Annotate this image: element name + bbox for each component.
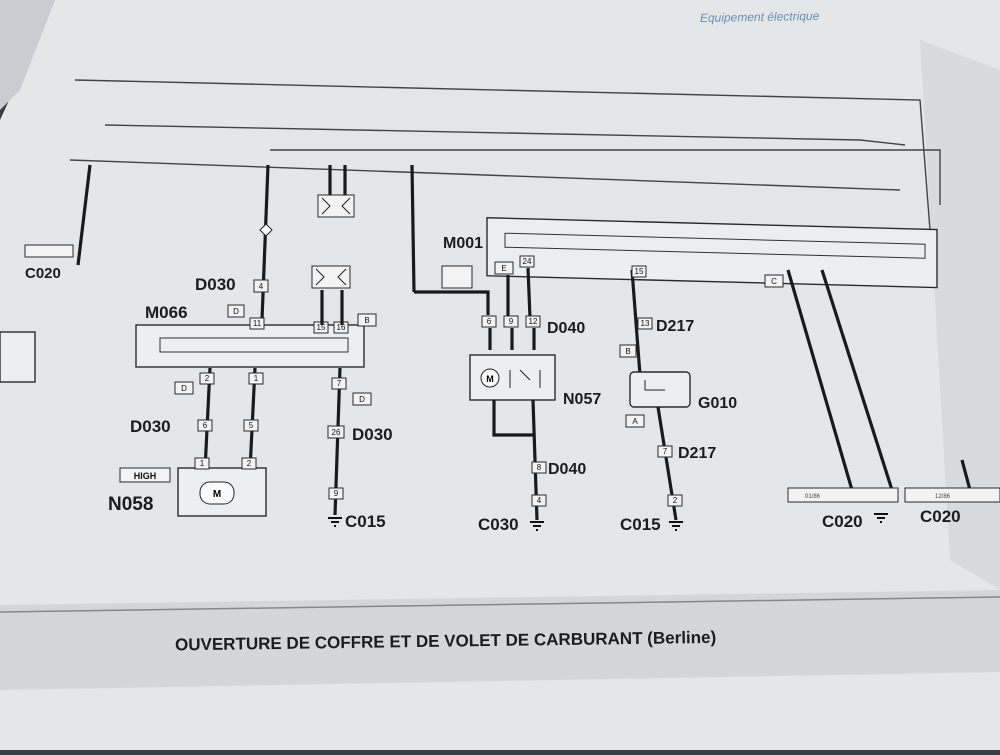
ground-icon [530, 521, 544, 531]
svg-text:9: 9 [509, 317, 514, 326]
ground-icon [669, 521, 683, 531]
svg-text:8: 8 [537, 463, 542, 472]
motor-icon [199, 481, 235, 505]
svg-text:D: D [233, 307, 239, 316]
svg-text:12: 12 [529, 317, 538, 326]
label-d217-upper: D217 [656, 318, 694, 335]
svg-text:4: 4 [537, 496, 542, 505]
badge-high [119, 467, 171, 483]
svg-text:16: 16 [337, 323, 346, 332]
svg-text:D: D [359, 395, 365, 404]
svg-text:9: 9 [334, 489, 339, 498]
label-c020-right-a: C020 [822, 512, 863, 531]
label-n057: N057 [563, 391, 601, 408]
label-g010: G010 [698, 395, 737, 412]
label-d040-upper: D040 [547, 320, 585, 337]
svg-text:2: 2 [205, 374, 210, 383]
svg-text:HIGH: HIGH [134, 471, 157, 481]
label-d217-lower: D217 [678, 445, 716, 462]
svg-text:24: 24 [523, 257, 532, 266]
svg-text:7: 7 [663, 447, 668, 456]
svg-text:15: 15 [317, 323, 326, 332]
label-m066: M066 [145, 303, 188, 322]
svg-text:1: 1 [254, 374, 259, 383]
svg-text:6: 6 [203, 421, 208, 430]
svg-text:C: C [771, 277, 777, 286]
svg-text:13: 13 [641, 319, 650, 328]
label-c015-right: C015 [620, 515, 661, 534]
ground-icon [874, 513, 888, 523]
svg-text:2: 2 [247, 459, 252, 468]
pin-d030-4 [253, 279, 269, 293]
label-c020-right-b: C020 [920, 507, 961, 526]
svg-text:12/86: 12/86 [935, 494, 951, 500]
switch-icon [644, 380, 665, 391]
svg-text:11: 11 [253, 319, 262, 328]
m066-control-unit [135, 324, 365, 368]
svg-text:1: 1 [200, 459, 205, 468]
label-m001: M001 [443, 235, 483, 252]
header-section-label: Equipement électrique [700, 9, 820, 25]
svg-text:01/86: 01/86 [805, 494, 821, 500]
svg-text:7: 7 [337, 379, 342, 388]
label-c015-left: C015 [345, 512, 386, 531]
fuse-icon [317, 194, 355, 218]
svg-text:6: 6 [487, 317, 492, 326]
footer-band [0, 590, 1000, 690]
left-partial-box [0, 331, 36, 383]
label-c020-left: C020 [25, 265, 61, 282]
fuse-icon [311, 265, 351, 289]
svg-text:26: 26 [332, 428, 341, 437]
motor-icon [480, 368, 500, 388]
ground-icon [328, 517, 342, 527]
label-d040-lower: D040 [548, 461, 586, 478]
svg-text:2: 2 [673, 496, 678, 505]
svg-text:A: A [632, 417, 638, 426]
svg-text:M: M [213, 489, 221, 500]
label-d030-lower: D030 [130, 417, 171, 436]
svg-text:B: B [625, 347, 630, 356]
label-n058: N058 [108, 494, 153, 515]
svg-text:15: 15 [635, 267, 644, 276]
svg-text:M: M [486, 374, 494, 384]
relay-icon [441, 265, 473, 289]
svg-text:B: B [364, 316, 369, 325]
label-d030-upper: D030 [195, 275, 236, 294]
svg-text:4: 4 [259, 282, 264, 291]
label-c030: C030 [478, 515, 519, 534]
svg-text:D: D [181, 384, 187, 393]
svg-text:E: E [501, 264, 506, 273]
svg-text:5: 5 [249, 421, 254, 430]
label-d030-mid: D030 [352, 425, 393, 444]
